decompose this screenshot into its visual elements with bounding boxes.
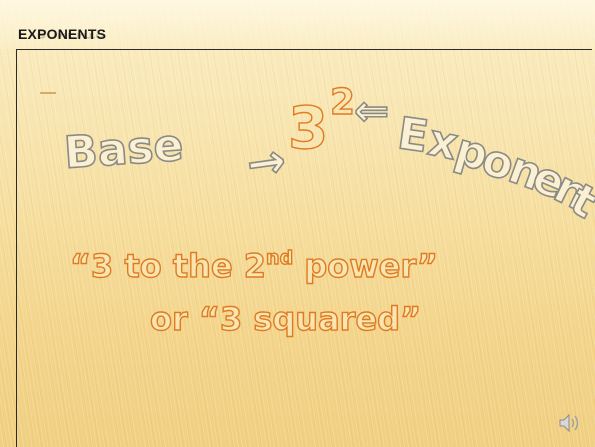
decorative-tick bbox=[40, 92, 56, 94]
phrase-line-1-end: power” bbox=[293, 246, 439, 285]
left-arrow-icon: ⇐ bbox=[353, 85, 390, 136]
base-label: Base bbox=[62, 119, 186, 180]
slide-title-reflection: EXPONENTS bbox=[18, 33, 105, 42]
speaker-icon-graphic bbox=[559, 413, 579, 433]
slide-title: EXPONENTS bbox=[18, 26, 107, 42]
base-number: 3 bbox=[287, 93, 329, 162]
phrase-line-2: or “3 squared” bbox=[149, 299, 422, 338]
speaker-icon[interactable] bbox=[558, 413, 582, 433]
phrase-line-1: “3 to the 2nd power” bbox=[69, 246, 439, 285]
exponent-number: 2 bbox=[329, 81, 356, 123]
title-bar bbox=[0, 0, 595, 49]
right-arrow-icon: → bbox=[243, 132, 290, 192]
content-frame bbox=[16, 49, 592, 447]
phrase-line-1-superscript: nd bbox=[265, 246, 294, 269]
phrase-line-1-start: “3 to the 2 bbox=[69, 246, 267, 285]
